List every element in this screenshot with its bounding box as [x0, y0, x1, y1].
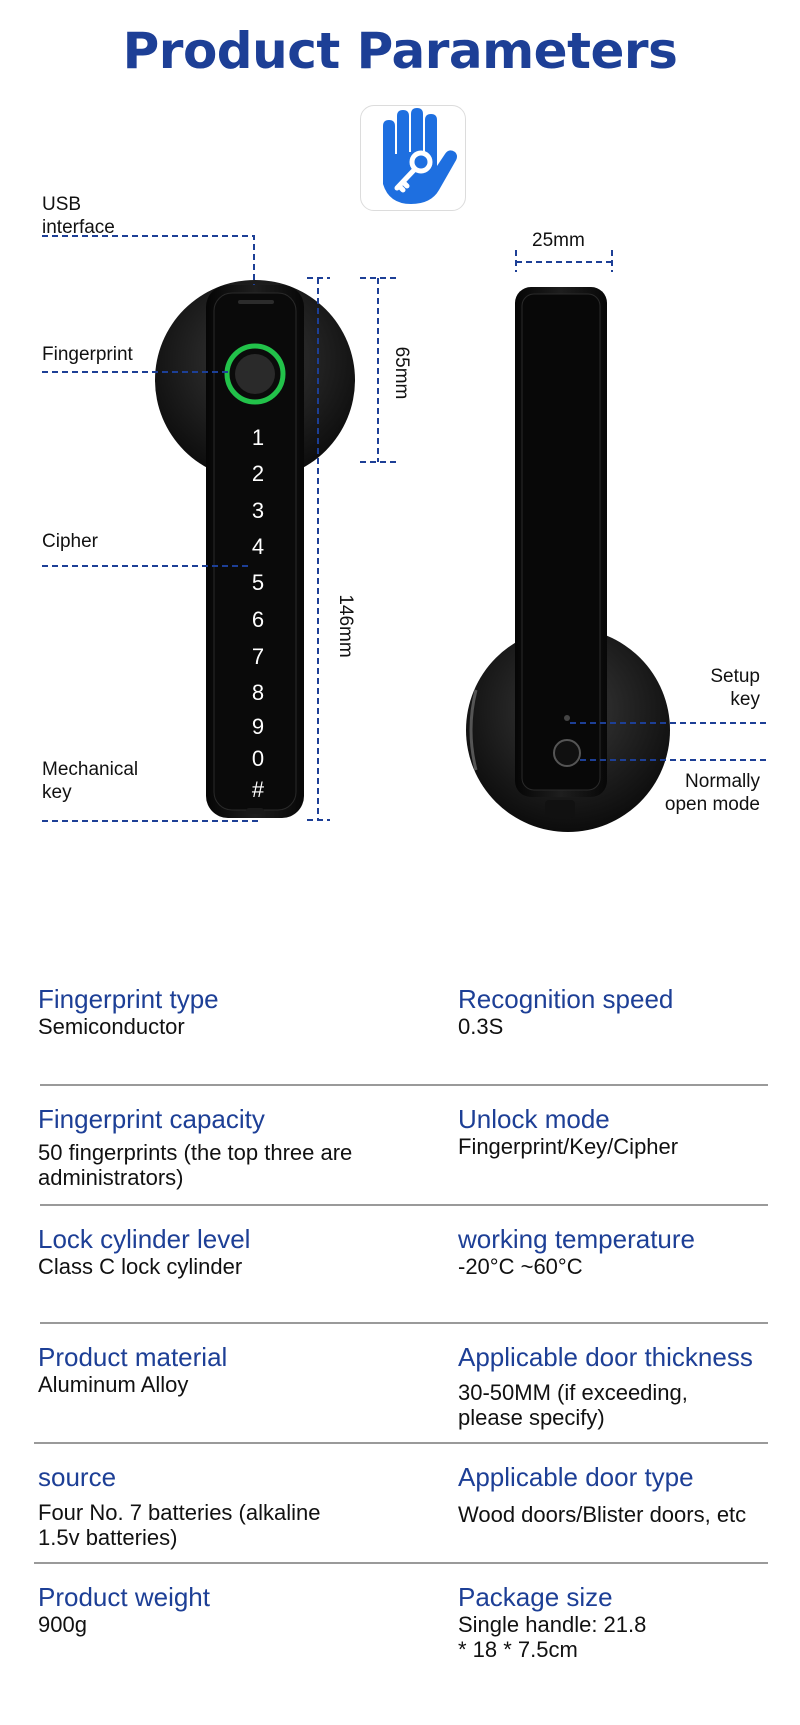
spec-recognition-speed: Recognition speed 0.3S — [458, 984, 788, 1039]
spec-value: Class C lock cylinder — [38, 1254, 243, 1279]
lock-illustration: 1 2 3 4 5 6 7 8 9 0 # — [42, 235, 766, 832]
page-title: Product Parameters — [122, 22, 678, 80]
spec-fingerprint-capacity: Fingerprint capacity 50 fingerprints (th… — [38, 1104, 358, 1190]
spec-value: Fingerprint/Key/Cipher — [458, 1134, 679, 1159]
spec-door-type: Applicable door type Wood doors/Blister … — [458, 1462, 758, 1527]
spec-value: -20°C ~60°C — [458, 1254, 583, 1279]
spec-label: source — [38, 1462, 117, 1492]
spec-value: Semiconductor — [38, 1014, 185, 1039]
keypad-digit: 1 — [252, 425, 264, 450]
spec-fingerprint-type: Fingerprint type Semiconductor — [38, 984, 398, 1039]
spec-value: 900g — [38, 1612, 87, 1637]
spec-label: Product material — [38, 1342, 228, 1372]
row-divider — [34, 1442, 768, 1444]
spec-label: Unlock mode — [458, 1104, 610, 1134]
spec-value: Wood doors/Blister doors, etc — [458, 1502, 747, 1527]
spec-source: source Four No. 7 batteries (alkaline 1.… — [38, 1462, 338, 1550]
callout-cipher: Cipher — [42, 531, 98, 552]
spec-label: Applicable door thickness — [458, 1342, 753, 1372]
row-divider — [34, 1562, 768, 1564]
hand-key-icon — [383, 108, 457, 204]
spec-value: Single handle: 21.8 * 18 * 7.5cm — [458, 1612, 647, 1662]
keypad-digit: 4 — [252, 534, 264, 559]
callout-setup-key: Setup key — [710, 666, 760, 710]
callout-mechanical-key: Mechanical key — [42, 759, 139, 803]
spec-label: Fingerprint type — [38, 984, 219, 1014]
callout-fingerprint: Fingerprint — [42, 344, 133, 365]
spec-label: Product weight — [38, 1582, 210, 1612]
spec-label: Lock cylinder level — [38, 1224, 251, 1254]
row-divider — [40, 1322, 768, 1324]
spec-package-size: Package size Single handle: 21.8 * 18 * … — [458, 1582, 658, 1662]
spec-label: Package size — [458, 1582, 613, 1612]
dimension-146mm: 146mm — [335, 594, 356, 658]
keypad-digit: 9 — [252, 714, 264, 739]
keypad-digit: 2 — [252, 461, 264, 486]
keypad-digit: 3 — [252, 498, 264, 523]
product-diagram: 1 2 3 4 5 6 7 8 9 0 # USB interface Fing… — [42, 194, 766, 832]
keypad-digit: # — [252, 777, 265, 802]
spec-label: Fingerprint capacity — [38, 1104, 265, 1134]
keypad: 1 2 3 4 5 6 7 8 9 0 # — [252, 425, 265, 802]
spec-label: Applicable door type — [458, 1462, 694, 1492]
keypad-digit: 8 — [252, 680, 264, 705]
keypad-digit: 7 — [252, 644, 264, 669]
spec-label: working temperature — [458, 1224, 695, 1254]
row-divider — [40, 1204, 768, 1206]
spec-product-weight: Product weight 900g — [38, 1582, 398, 1637]
dimension-25mm: 25mm — [532, 230, 585, 251]
keypad-digit: 0 — [252, 746, 264, 771]
spec-unlock-mode: Unlock mode Fingerprint/Key/Cipher — [458, 1104, 788, 1159]
spec-door-thickness: Applicable door thickness 30-50MM (if ex… — [458, 1342, 788, 1430]
spec-value: 50 fingerprints (the top three are admin… — [38, 1140, 353, 1190]
keypad-digit: 6 — [252, 607, 264, 632]
spec-label: Recognition speed — [458, 984, 674, 1014]
spec-product-material: Product material Aluminum Alloy — [38, 1342, 398, 1397]
normally-open-button — [553, 739, 581, 767]
dimension-65mm: 65mm — [391, 346, 412, 400]
brand-logo — [360, 105, 466, 211]
callout-usb: USB interface — [42, 194, 115, 238]
callout-normally-open: Normally open mode — [664, 771, 760, 815]
row-divider — [40, 1084, 768, 1086]
spec-value: 30-50MM (if exceeding, please specify) — [458, 1380, 688, 1430]
spec-value: Aluminum Alloy — [38, 1372, 189, 1397]
keypad-digit: 5 — [252, 570, 264, 595]
spec-value: Four No. 7 batteries (alkaline 1.5v batt… — [38, 1500, 321, 1550]
setup-key-dot — [564, 715, 570, 721]
spec-value: 0.3S — [458, 1014, 504, 1039]
spec-working-temperature: working temperature -20°C ~60°C — [458, 1224, 788, 1279]
spec-lock-cylinder: Lock cylinder level Class C lock cylinde… — [38, 1224, 398, 1279]
